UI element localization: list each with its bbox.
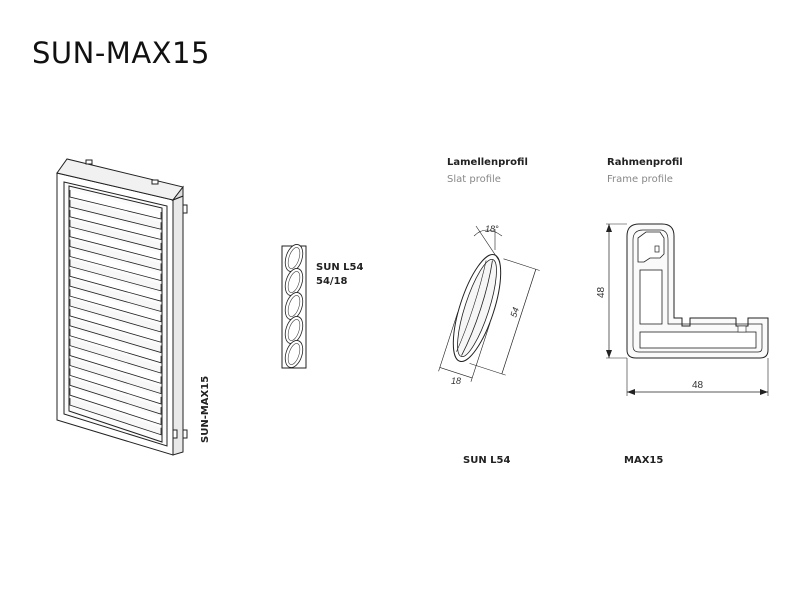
slat-section — [284, 244, 304, 272]
shutter-slat — [69, 239, 162, 271]
shutter-slats — [69, 190, 162, 436]
shutter-slat — [69, 378, 162, 415]
slat-section-inner — [287, 271, 301, 293]
frame-profile-caption: MAX15 — [624, 455, 664, 466]
slat-section-inner — [287, 247, 301, 269]
shutter-slat — [69, 368, 162, 405]
shutter-slat — [69, 348, 162, 384]
slat-stack — [281, 244, 307, 369]
slat-length-label: 54 — [508, 306, 521, 319]
frame-height-label: 48 — [596, 286, 607, 298]
shutter-slat — [69, 318, 162, 354]
frame-profile-heading-de: Rahmenprofil — [607, 157, 683, 168]
shutter-slat — [69, 388, 162, 426]
slat-section — [284, 316, 304, 344]
slat-stack-size: 54/18 — [316, 276, 348, 287]
shutter-slat — [69, 199, 162, 230]
frame-profile-drawing — [606, 223, 769, 396]
shutter-slat — [69, 219, 162, 251]
shutter-slat — [69, 308, 162, 343]
slat-section-inner — [287, 343, 301, 365]
shutter-slat — [69, 358, 162, 395]
slat-profile-caption: SUN L54 — [463, 455, 511, 466]
slat-section-inner — [287, 295, 301, 317]
shutter-slat — [69, 190, 162, 220]
slat-section — [284, 340, 304, 368]
frame-profile-heading-en: Frame profile — [607, 174, 673, 185]
shutter-slat — [69, 299, 162, 333]
shutter-slat — [69, 209, 162, 241]
slat-angle-label: 18° — [485, 224, 499, 234]
slat-section-inner — [287, 319, 301, 341]
shutter-slat — [69, 269, 162, 302]
shutter-slat — [69, 328, 162, 364]
shutter-slat — [69, 279, 162, 312]
slat-profile-heading-en: Slat profile — [447, 174, 501, 185]
slat-profile-drawing — [438, 225, 540, 382]
slat-section — [284, 292, 304, 320]
slat-section — [284, 268, 304, 296]
shutter-slat — [69, 338, 162, 374]
shutter-slat — [69, 289, 162, 323]
shutter-slat — [69, 398, 162, 436]
shutter-slat — [69, 249, 162, 282]
shutter-label: SUN-MAX15 — [200, 375, 211, 443]
page-title: SUN-MAX15 — [32, 36, 210, 70]
slat-thickness-label: 18 — [451, 376, 461, 386]
slat-stack-name: SUN L54 — [316, 262, 364, 273]
shutter-slat — [69, 229, 162, 261]
shutter-slat — [69, 259, 162, 292]
frame-width-label: 48 — [692, 380, 704, 391]
slat-profile-heading-de: Lamellenprofil — [447, 157, 528, 168]
